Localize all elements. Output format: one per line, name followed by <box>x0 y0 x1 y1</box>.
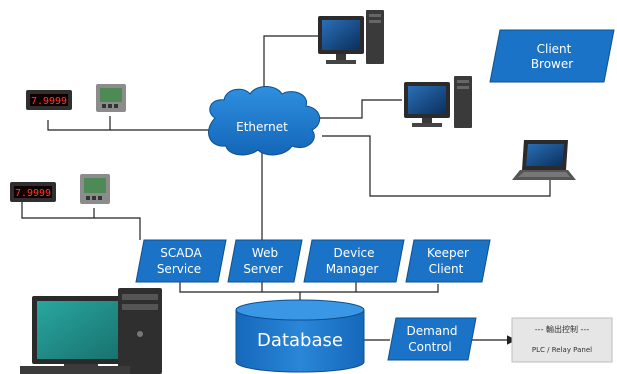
digital-meter-icon: 7.9999 <box>10 182 56 202</box>
line-meters-bottom <box>21 202 141 240</box>
desktop-computer-icon <box>404 76 472 128</box>
line-cloud-to-laptop <box>322 135 551 197</box>
meter-readout: 7.9999 <box>31 96 67 107</box>
scada-line2: Service <box>157 262 201 276</box>
desktop-computer-icon <box>318 10 384 64</box>
line-meters-top <box>47 120 210 131</box>
web-server-box: Web Server <box>227 239 303 283</box>
power-meter-icon <box>96 84 126 112</box>
demand-line1: Demand <box>407 324 458 338</box>
keeper-line2: Client <box>429 262 464 276</box>
device-manager-box: Device Manager <box>303 239 405 283</box>
meter-readout: 7.9999 <box>15 188 51 199</box>
plc-title: --- 輸出控制 --- <box>535 324 590 334</box>
plc-subtitle: PLC / Relay Panel <box>532 346 592 354</box>
demand-line2: Control <box>408 340 451 354</box>
power-meter-icon <box>80 174 110 204</box>
workstation-computer-icon <box>20 288 162 374</box>
ethernet-cloud-icon: Ethernet <box>208 86 321 156</box>
laptop-icon <box>512 140 576 180</box>
keeper-client-box: Keeper Client <box>405 239 491 283</box>
client-browser-line1: Client <box>537 42 572 56</box>
device-line2: Manager <box>326 262 379 276</box>
demand-control-box: Demand Control <box>387 317 477 361</box>
line-bus <box>179 282 439 293</box>
connection-lines <box>21 35 551 345</box>
database-cylinder-icon: Database <box>235 299 365 373</box>
scada-service-box: SCADA Service <box>135 239 227 283</box>
digital-meter-icon: 7.9999 <box>26 90 72 110</box>
device-line1: Device <box>333 246 374 260</box>
web-line2: Server <box>243 262 282 276</box>
web-line1: Web <box>252 246 278 260</box>
client-browser-line2: Brower <box>531 57 573 71</box>
scada-line1: SCADA <box>160 246 202 260</box>
keeper-line1: Keeper <box>427 246 469 260</box>
line-cloud-to-mid-pc <box>318 99 402 119</box>
database-label: Database <box>257 330 343 351</box>
plc-relay-panel: --- 輸出控制 --- PLC / Relay Panel <box>511 317 613 363</box>
client-browser-box: Client Brower <box>489 29 615 83</box>
ethernet-label: Ethernet <box>236 120 288 134</box>
